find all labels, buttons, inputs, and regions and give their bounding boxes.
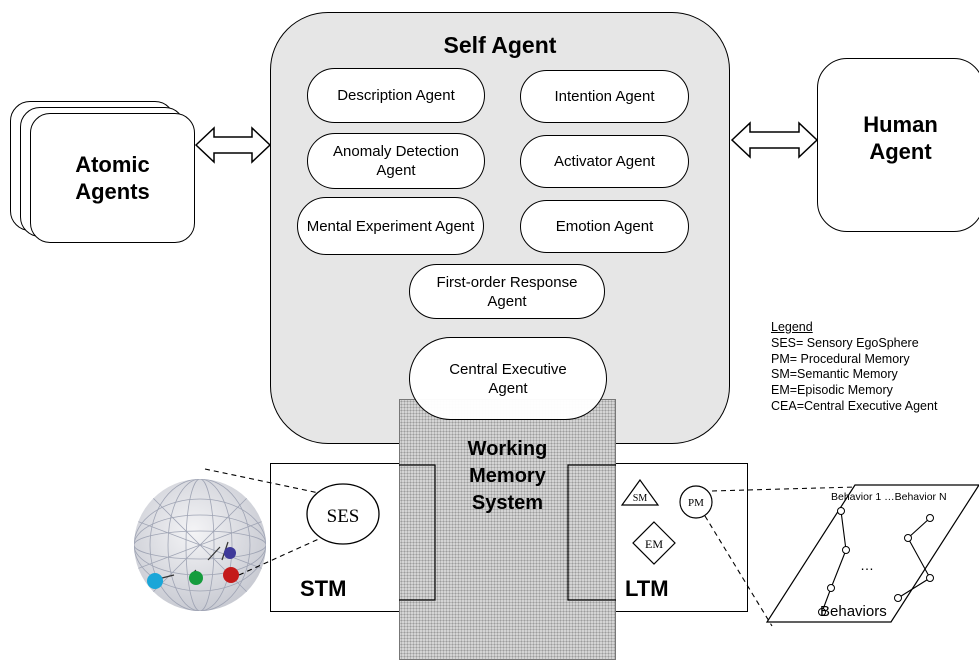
ses-ellipse — [306, 483, 380, 545]
atomic-agents-box: Atomic Agents — [30, 113, 195, 243]
behavior-nodes — [818, 507, 934, 616]
pm-callout-top — [711, 486, 857, 492]
human-agent-box: Human Agent — [817, 58, 979, 232]
activator-agent-node: Activator Agent — [520, 135, 689, 188]
central-executive-agent-label: Central Executive Agent — [449, 360, 567, 397]
self-agent-title: Self Agent — [443, 32, 557, 58]
legend-item: EM=Episodic Memory — [771, 383, 893, 398]
description-agent-node: Description Agent — [307, 68, 485, 123]
pm-callout-bottom — [704, 515, 773, 627]
stm-label: STM — [300, 576, 347, 601]
pm-circle — [679, 485, 713, 519]
central-executive-agent-node: Central Executive Agent — [409, 337, 607, 420]
atomic-self-double-arrow — [194, 126, 272, 164]
legend-item: CEA=Central Executive Agent — [771, 398, 938, 413]
ses-blue-node — [224, 547, 236, 559]
anomaly-detection-agent-node: Anomaly Detection Agent — [307, 133, 485, 189]
emotion-agent-node: Emotion Agent — [520, 200, 689, 253]
legend: Legend SES= Sensory EgoSphere PM= Proced… — [771, 320, 937, 415]
human-agent-label: Human Agent — [863, 112, 938, 164]
ses-callout-bottom — [238, 537, 322, 576]
ses-callout-top — [204, 468, 320, 494]
behaviors-label: Behaviors — [820, 603, 887, 620]
first-order-response-agent-label: First-order Response Agent — [436, 273, 578, 310]
stm-inner-bracket — [399, 464, 436, 601]
working-memory-title: Working Memory System — [467, 438, 548, 514]
behaviors-ellipsis: … — [860, 557, 874, 573]
behaviors-header: Behavior 1 …Behavior N — [831, 491, 947, 503]
ses-label: SES — [327, 506, 360, 527]
mental-experiment-agent-node: Mental Experiment Agent — [297, 197, 484, 255]
sm-triangle — [620, 478, 660, 506]
ses-red-node — [223, 567, 239, 583]
ses-cyan-node — [147, 573, 163, 589]
behaviors-panel — [765, 484, 979, 623]
behavior-graph-1 — [821, 510, 847, 613]
legend-item: PM= Procedural Memory — [771, 351, 910, 366]
ses-green-node — [189, 571, 203, 585]
self-human-double-arrow — [730, 121, 819, 159]
mental-experiment-agent-label: Mental Experiment Agent — [306, 217, 475, 235]
sensory-egosphere-illustration — [134, 479, 266, 611]
behavior-graph-n — [897, 517, 931, 599]
legend-item: SM=Semantic Memory — [771, 367, 898, 382]
em-diamond — [632, 521, 676, 565]
ltm-inner-bracket — [567, 464, 616, 601]
anomaly-detection-agent-label: Anomaly Detection Agent — [333, 143, 459, 179]
legend-item: SES= Sensory EgoSphere — [771, 335, 919, 350]
em-label: EM — [645, 537, 663, 551]
intention-agent-label: Intention Agent — [554, 88, 655, 105]
activator-agent-label: Activator Agent — [554, 153, 655, 170]
legend-heading: Legend — [771, 320, 813, 334]
emotion-agent-label: Emotion Agent — [555, 218, 654, 235]
ltm-label: LTM — [625, 576, 669, 601]
first-order-response-agent-node: First-order Response Agent — [409, 264, 605, 319]
description-agent-label: Description Agent — [337, 87, 455, 104]
atomic-agents-label: Atomic Agents — [75, 152, 150, 204]
intention-agent-node: Intention Agent — [520, 70, 689, 123]
pm-label: PM — [688, 497, 704, 509]
sm-label: SM — [633, 493, 648, 504]
